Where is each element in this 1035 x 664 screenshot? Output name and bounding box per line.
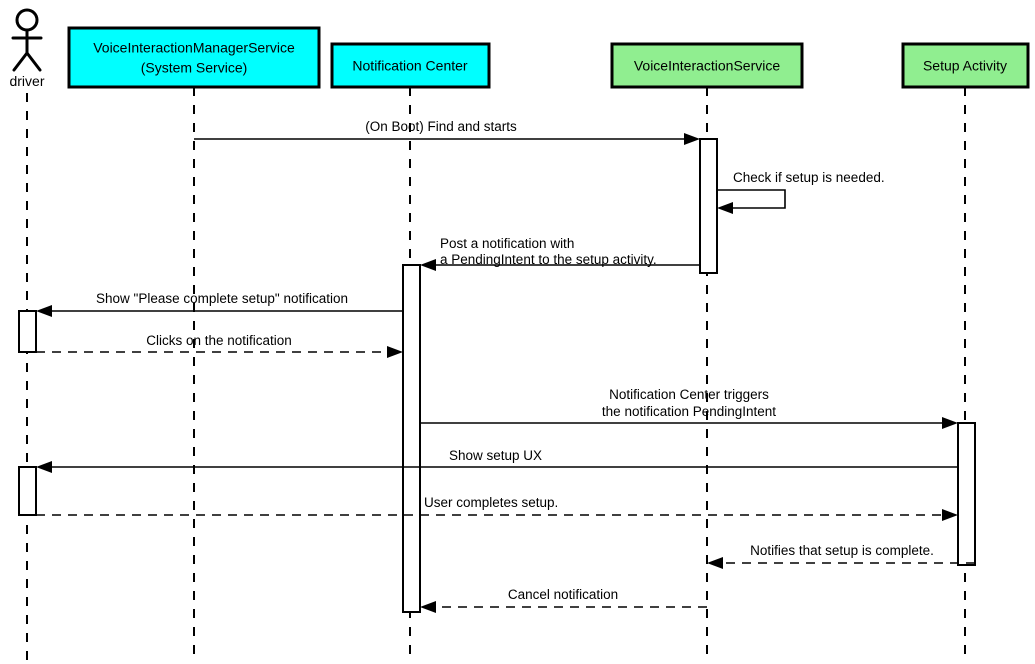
arrowhead-right-icon [387,346,403,358]
message-notification-center-triggers-pendingintent: Notification Center triggers the notific… [420,387,958,429]
message-label: User completes setup. [424,495,558,510]
arrowhead-right-icon [684,133,700,145]
participant-notification-center[interactable]: Notification Center [330,42,491,89]
participant-label-vims-line2: (System Service) [141,60,248,76]
message-cancel-notification: Cancel notification [420,587,707,613]
message-show-setup-ux: Show setup UX [36,448,958,473]
message-user-completes-setup: User completes setup. [36,495,958,521]
activation-bar-notification-center [402,264,421,613]
message-label-line1: Notification Center triggers [609,387,769,402]
message-label: (On Boot) Find and starts [365,119,517,134]
message-self-loop [717,189,786,209]
arrowhead-left-icon [420,601,436,613]
participant-driver[interactable]: driver [9,8,45,89]
message-label-line2: a PendingIntent to the setup activity. [440,252,657,267]
arrowhead-left-icon [36,305,52,317]
participant-setup-activity[interactable]: Setup Activity [901,42,1030,89]
participant-label-vims-line1: VoiceInteractionManagerService [93,40,295,56]
arrowhead-right-icon [942,417,958,429]
stick-figure-actor-icon [11,8,43,72]
arrowhead-left-icon [707,557,723,569]
message-clicks-on-the-notification: Clicks on the notification [36,333,403,358]
participant-box-notification-center[interactable] [330,42,491,89]
arrowhead-left-icon [420,259,436,271]
participant-box-setup-activity[interactable] [901,42,1030,89]
arrowhead-left-icon [717,202,733,214]
arrowhead-left-icon [36,461,52,473]
message-post-a-notification: Post a notification with a PendingIntent… [420,236,700,271]
message-show-please-complete-setup-notification: Show "Please complete setup" notificatio… [36,291,403,317]
participant-box-vims[interactable] [67,26,321,89]
arrowhead-right-icon [942,509,958,521]
message-label: Show setup UX [449,448,542,463]
activation-bar-setup-activity [957,422,976,566]
participant-vis[interactable]: VoiceInteractionService [610,42,804,89]
participant-box-vis[interactable] [610,42,804,89]
activation-bar-driver-1 [18,310,37,353]
message-label: Cancel notification [508,587,618,602]
message-label: Check if setup is needed. [733,170,885,185]
activation-bar-driver-2 [18,466,37,516]
message-label: Notifies that setup is complete. [750,543,934,558]
activation-bar-vis [699,138,718,274]
participant-vims[interactable]: VoiceInteractionManagerService (System S… [67,26,321,89]
participant-label-driver: driver [9,73,44,89]
participant-label-notification-center: Notification Center [352,58,468,74]
message-label-line2: the notification PendingIntent [602,404,776,419]
message-notifies-that-setup-is-complete: Notifies that setup is complete. [707,543,975,569]
message-label-line1: Post a notification with [440,236,574,251]
message-check-if-setup-is-needed: Check if setup is needed. [717,170,885,214]
message-on-boot-find-and-starts: (On Boot) Find and starts [194,119,700,145]
participant-label-vis: VoiceInteractionService [634,58,781,74]
participant-label-setup-activity: Setup Activity [923,58,1007,74]
message-label: Clicks on the notification [146,333,292,348]
message-label: Show "Please complete setup" notificatio… [96,291,348,306]
